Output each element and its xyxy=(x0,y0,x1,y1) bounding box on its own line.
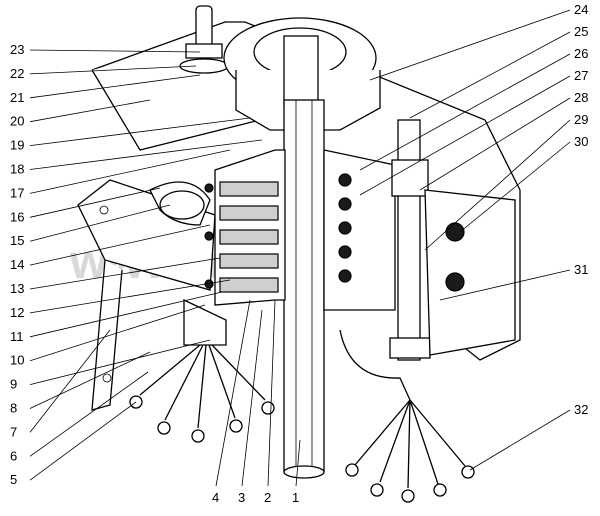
callout-13: 13 xyxy=(10,281,24,296)
callout-24: 24 xyxy=(574,2,588,17)
leader-22 xyxy=(29,65,197,75)
callout-19: 19 xyxy=(10,138,24,153)
leader-7 xyxy=(29,329,111,433)
leader-21 xyxy=(29,74,201,99)
right-cable-bundle xyxy=(339,329,475,503)
callout-3: 3 xyxy=(238,490,245,505)
callout-30: 30 xyxy=(574,134,588,149)
leg-hole xyxy=(102,373,112,383)
stud-nut xyxy=(391,159,429,197)
leader-24 xyxy=(369,9,571,81)
leader-4 xyxy=(215,299,251,487)
callout-22: 22 xyxy=(10,66,24,81)
callout-27: 27 xyxy=(574,68,588,83)
callout-20: 20 xyxy=(10,114,24,129)
callout-23: 23 xyxy=(10,42,24,57)
leader-28 xyxy=(419,97,571,191)
callout-6: 6 xyxy=(10,448,17,463)
shaft-nut xyxy=(283,35,319,107)
callout-31: 31 xyxy=(574,262,588,277)
callout-29: 29 xyxy=(574,112,588,127)
leader-9 xyxy=(29,339,211,385)
leader-23 xyxy=(29,49,201,53)
shaft-end xyxy=(283,465,325,479)
leader-19 xyxy=(29,117,251,146)
leader-27 xyxy=(359,75,571,196)
bracket-leg xyxy=(91,259,123,411)
leader-31 xyxy=(439,269,571,301)
leader-17 xyxy=(29,149,231,194)
terminal-box xyxy=(424,189,516,356)
callout-12: 12 xyxy=(10,305,24,320)
callout-14: 14 xyxy=(10,257,24,272)
vertical-stud xyxy=(397,119,421,361)
leader-8 xyxy=(29,351,151,409)
callout-7: 7 xyxy=(10,424,17,439)
callout-32: 32 xyxy=(574,402,588,417)
leader-10 xyxy=(29,304,206,362)
callout-25: 25 xyxy=(574,24,588,39)
bolt-23 xyxy=(195,5,213,47)
central-shaft xyxy=(283,99,325,473)
terminal-bolt-b xyxy=(445,272,465,292)
bracket-hole xyxy=(99,205,109,215)
callout-28: 28 xyxy=(574,90,588,105)
leader-15 xyxy=(29,204,171,242)
leader-16 xyxy=(29,187,161,218)
left-contact-stack xyxy=(204,149,286,306)
callout-16: 16 xyxy=(10,209,24,224)
washer-21 xyxy=(179,58,229,74)
callout-9: 9 xyxy=(10,377,17,392)
leader-30 xyxy=(459,141,571,233)
leader-3 xyxy=(241,309,263,487)
leader-1 xyxy=(295,439,301,487)
leader-26 xyxy=(359,53,571,171)
callout-15: 15 xyxy=(10,233,24,248)
leader-25 xyxy=(409,31,571,119)
callout-10: 10 xyxy=(10,353,24,368)
stud-lower-nut xyxy=(389,337,431,359)
leader-18 xyxy=(29,139,263,170)
leader-6 xyxy=(29,371,149,457)
callout-21: 21 xyxy=(10,90,24,105)
leader-lines xyxy=(29,9,571,487)
leader-12 xyxy=(29,279,231,314)
callout-11: 11 xyxy=(10,329,24,344)
leader-5 xyxy=(29,401,137,481)
terminal-bolt-a xyxy=(445,222,465,242)
leader-13 xyxy=(29,257,221,290)
callout-26: 26 xyxy=(574,46,588,61)
leader-20 xyxy=(29,99,151,123)
callout-5: 5 xyxy=(10,472,17,487)
leader-32 xyxy=(469,409,571,471)
callout-18: 18 xyxy=(10,162,24,177)
left-bushing xyxy=(183,298,227,346)
callout-1: 1 xyxy=(292,490,299,505)
leader-11 xyxy=(29,291,223,338)
callout-4: 4 xyxy=(212,490,219,505)
callout-17: 17 xyxy=(10,185,24,200)
right-contact-stack xyxy=(323,149,396,311)
leader-2 xyxy=(267,299,276,487)
leader-29 xyxy=(424,119,571,251)
callout-8: 8 xyxy=(10,401,17,416)
leader-14 xyxy=(29,224,211,266)
nut-22 xyxy=(185,43,223,59)
callout-2: 2 xyxy=(264,490,271,505)
clamp-ring xyxy=(159,190,205,220)
